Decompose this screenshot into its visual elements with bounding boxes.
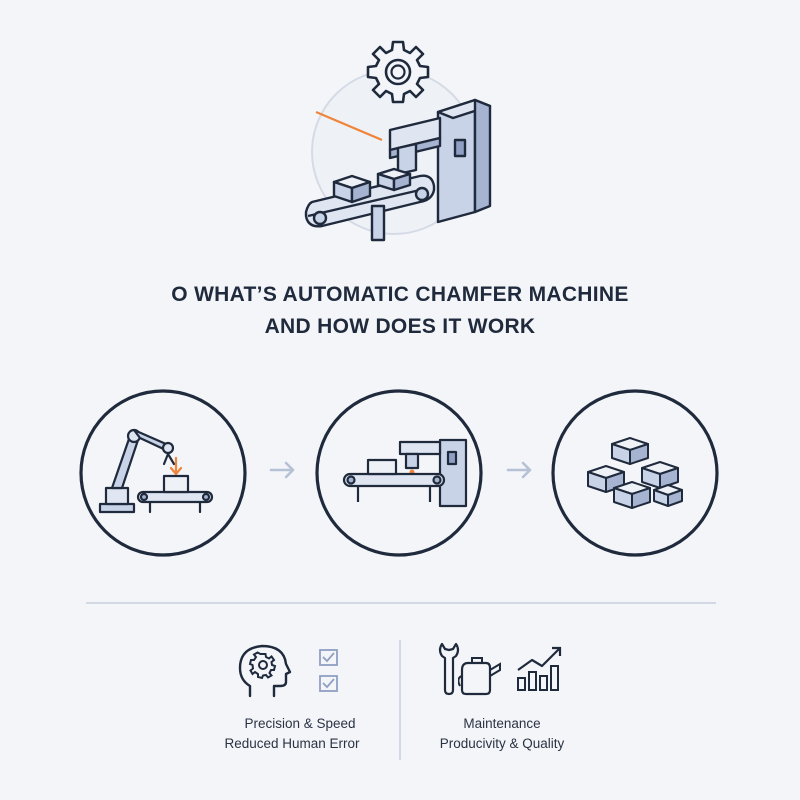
step-2-circle <box>314 388 484 558</box>
step-3-circle <box>550 388 720 558</box>
growth-chart-icon <box>514 642 566 694</box>
benefit-maintenance: Maintenance <box>463 716 541 731</box>
hero-illustration <box>290 30 520 250</box>
benefits-vertical-divider <box>399 640 401 760</box>
head-gear-icon <box>232 640 296 700</box>
benefit-reduced-error: Reduced Human Error <box>224 736 360 751</box>
oil-can-icon <box>458 654 504 696</box>
section-divider <box>86 602 716 604</box>
benefit-productivity-quality: Producivity & Quality <box>439 736 565 751</box>
wrench-icon <box>436 640 462 696</box>
step-1-circle <box>78 388 248 558</box>
page-title-line-1: O WHAT’S AUTOMATIC CHAMFER MACHINE <box>171 283 629 306</box>
checkbox-icon <box>318 648 340 694</box>
arrow-right-icon <box>505 460 535 480</box>
chamfer-machine-icon <box>342 438 468 508</box>
benefit-precision-speed: Precision & Speed <box>244 716 356 731</box>
laser-beam-icon <box>315 110 383 142</box>
conveyor-icon <box>304 167 436 242</box>
page-title-line-2: AND HOW DOES IT WORK <box>264 315 536 338</box>
robot-arm-icon <box>98 428 214 514</box>
stacked-blocks-icon <box>587 437 683 509</box>
arrow-right-icon <box>268 460 298 480</box>
gear-icon <box>366 40 430 104</box>
